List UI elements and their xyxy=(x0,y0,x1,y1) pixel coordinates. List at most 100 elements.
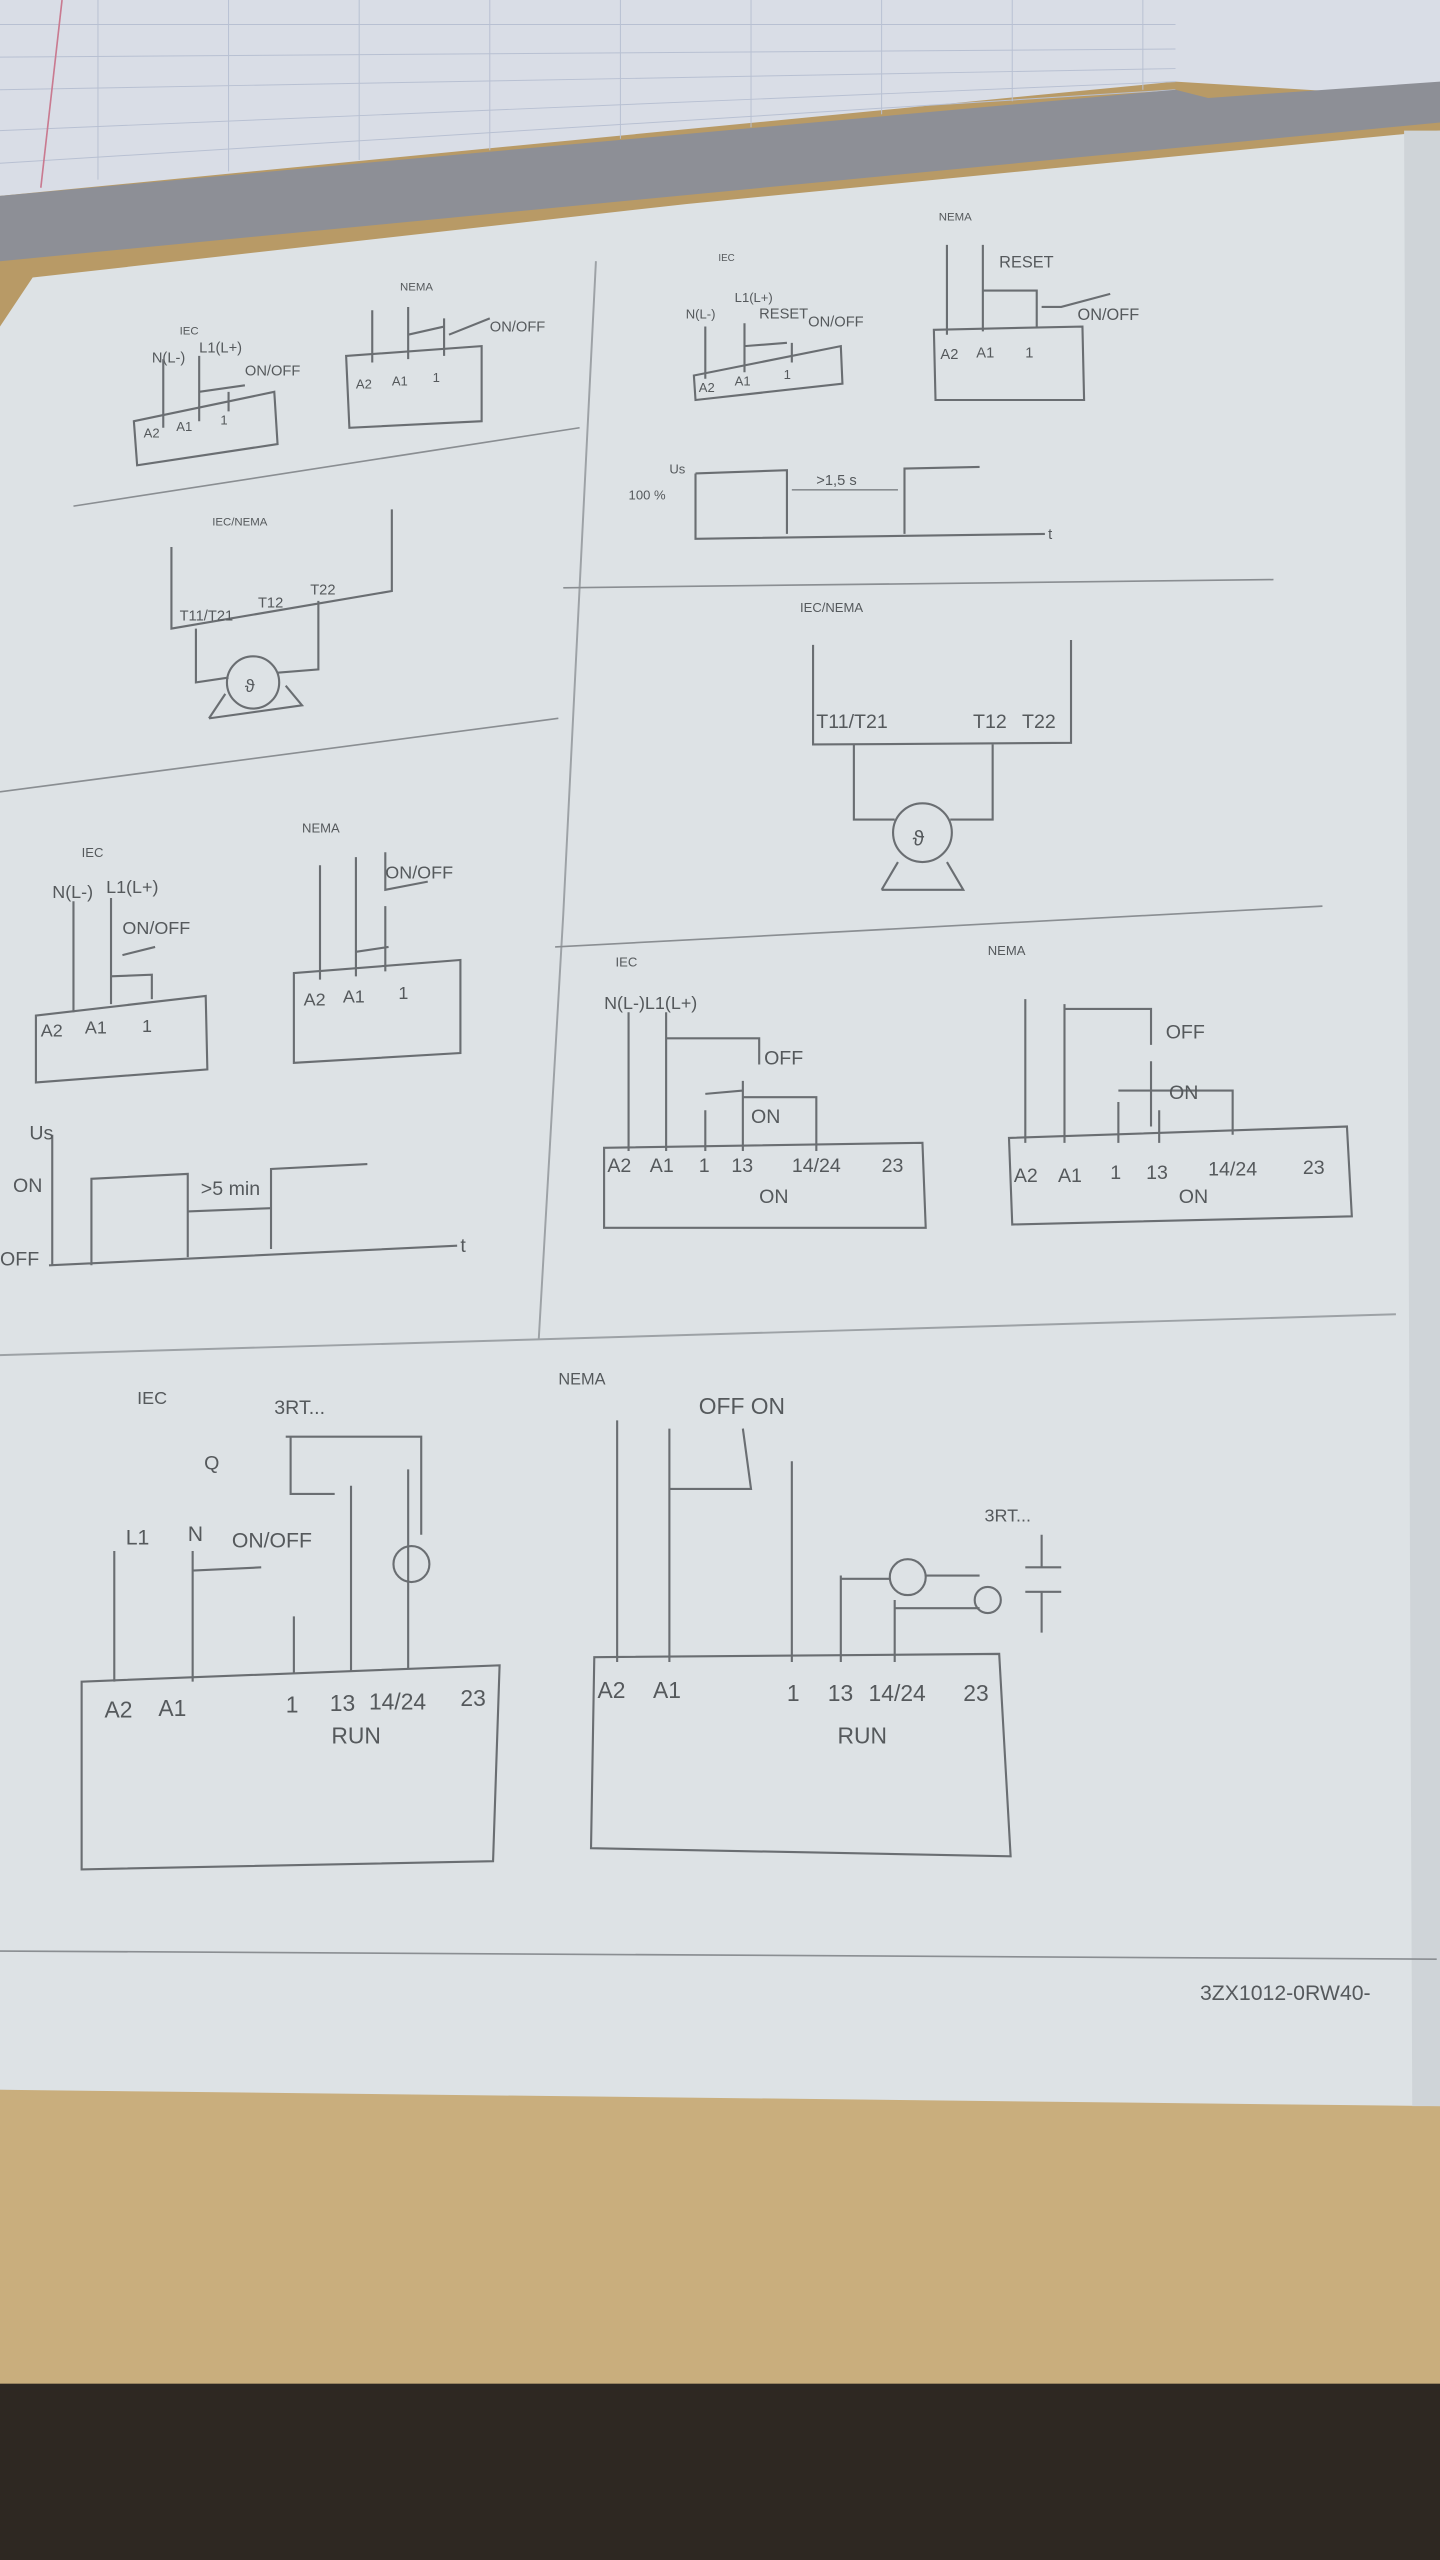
theta-symbol: ϑ xyxy=(913,828,925,851)
label: ON xyxy=(1169,1082,1198,1104)
label: A1 xyxy=(343,986,365,1006)
label: OFF ON xyxy=(699,1393,785,1419)
divider xyxy=(0,1950,1437,1960)
label: IEC xyxy=(82,845,104,860)
label: 13 xyxy=(731,1155,753,1177)
notebook xyxy=(0,0,1440,196)
label: RESET xyxy=(759,306,808,322)
right-wiring-onoff: IEC NEMA N(L-)L1(L+) OFF ON A2 A1 1 13 1… xyxy=(603,943,1353,1229)
label: N(L-) xyxy=(52,882,93,902)
left-wiring-contactor: IEC 3RT... Q L1 N ON/OFF A2 A1 1 13 14/2… xyxy=(80,1388,501,1871)
label: 23 xyxy=(882,1155,904,1177)
terminals: A2 A1 1 13 14/24 23 xyxy=(104,1685,485,1722)
label: A2 xyxy=(104,1697,132,1723)
notebook-grid xyxy=(0,0,1176,180)
label: 23 xyxy=(1303,1157,1325,1179)
label: IEC/NEMA xyxy=(800,600,863,615)
desk-lower xyxy=(0,2089,1440,2400)
label: NEMA xyxy=(558,1370,605,1388)
label: NEMA xyxy=(400,282,433,294)
label: A1 xyxy=(735,373,751,388)
label: 23 xyxy=(963,1680,988,1706)
notebook-margin xyxy=(40,0,63,188)
label: A2 xyxy=(356,377,372,392)
label: Us xyxy=(29,1123,53,1145)
label: IEC xyxy=(616,955,638,970)
label: ON/OFF xyxy=(808,315,864,331)
label: T22 xyxy=(310,582,335,598)
label: 3RT... xyxy=(984,1506,1031,1526)
label: ON xyxy=(1179,1186,1208,1208)
label: 3RT... xyxy=(274,1397,325,1419)
label: IEC xyxy=(180,326,199,338)
label: 1 xyxy=(1025,346,1033,362)
paper-sheet xyxy=(0,130,1440,2107)
label: >1,5 s xyxy=(816,473,856,489)
label: A1 xyxy=(392,373,408,388)
label: 1 xyxy=(787,1680,800,1706)
label: N xyxy=(188,1523,203,1546)
label: 14/24 xyxy=(1208,1159,1257,1181)
divider xyxy=(555,905,1323,948)
label: T11/T21 xyxy=(816,711,887,733)
label: N(L-) xyxy=(152,350,185,366)
label: 13 xyxy=(330,1690,355,1716)
label: A2 xyxy=(1014,1165,1038,1187)
label: 1 xyxy=(699,1155,710,1177)
divider xyxy=(0,717,559,793)
left-wiring-2: IEC NEMA N(L-) L1(L+) ON/OFF A2 A1 1 ON/… xyxy=(0,821,466,1271)
label: A2 xyxy=(304,990,326,1010)
label: A1 xyxy=(1058,1165,1082,1187)
label: t xyxy=(1048,527,1052,543)
label: OFF xyxy=(1166,1021,1205,1043)
label: ON/OFF xyxy=(385,862,453,882)
notebook-edge xyxy=(0,81,1440,262)
right-thermistor: IEC/NEMA T11/T21 T12 T22 ϑ xyxy=(800,600,1073,891)
label: ON/OFF xyxy=(245,364,301,380)
label: A1 xyxy=(976,346,994,362)
label: 14/24 xyxy=(869,1680,926,1706)
label: NEMA xyxy=(939,211,972,223)
label: L1(L+) xyxy=(199,341,242,357)
label: A2 xyxy=(598,1677,626,1703)
label: RUN xyxy=(838,1723,888,1749)
label: A2 xyxy=(699,380,715,395)
label: T11/T21 xyxy=(180,608,234,624)
label: T12 xyxy=(258,595,283,611)
label: RUN xyxy=(331,1723,381,1749)
label: RESET xyxy=(999,254,1053,272)
label: 13 xyxy=(1146,1162,1168,1184)
label: A2 xyxy=(940,347,958,363)
label: NEMA xyxy=(988,943,1026,958)
label: OFF xyxy=(764,1047,803,1069)
label: Us xyxy=(669,461,685,476)
theta-symbol: ϑ xyxy=(245,676,255,696)
label: 1 xyxy=(220,412,227,427)
label: N(L-)L1(L+) xyxy=(604,993,697,1013)
label: T12 xyxy=(973,711,1007,733)
label: A1 xyxy=(176,419,192,434)
label: 14/24 xyxy=(369,1688,426,1714)
divider xyxy=(73,426,580,507)
paper-shadow-right xyxy=(1404,130,1440,2107)
label: Q xyxy=(204,1452,219,1474)
right-wiring-reset: IEC N(L-) L1(L+) RESET ON/OFF A2 A1 1 NE… xyxy=(629,211,1140,542)
label: A1 xyxy=(653,1677,681,1703)
label: t xyxy=(460,1235,466,1257)
label: NEMA xyxy=(302,821,340,836)
right-wiring-contactor: NEMA OFF ON 3RT... A2 A1 1 13 14/24 23 R… xyxy=(558,1370,1062,1858)
label: IEC xyxy=(718,253,734,264)
label: L1(L+) xyxy=(735,290,773,305)
label: A2 xyxy=(607,1155,631,1177)
label: N(L-) xyxy=(686,306,716,321)
label: ON/OFF xyxy=(232,1530,312,1553)
label: ON/OFF xyxy=(490,319,546,335)
label: 1 xyxy=(1110,1162,1121,1184)
label: 1 xyxy=(286,1692,299,1718)
label: 23 xyxy=(460,1685,485,1711)
label: 14/24 xyxy=(792,1155,841,1177)
label: 1 xyxy=(142,1016,152,1036)
label: T22 xyxy=(1022,711,1056,733)
document-code: 3ZX1012-0RW40- xyxy=(1200,1982,1371,2005)
